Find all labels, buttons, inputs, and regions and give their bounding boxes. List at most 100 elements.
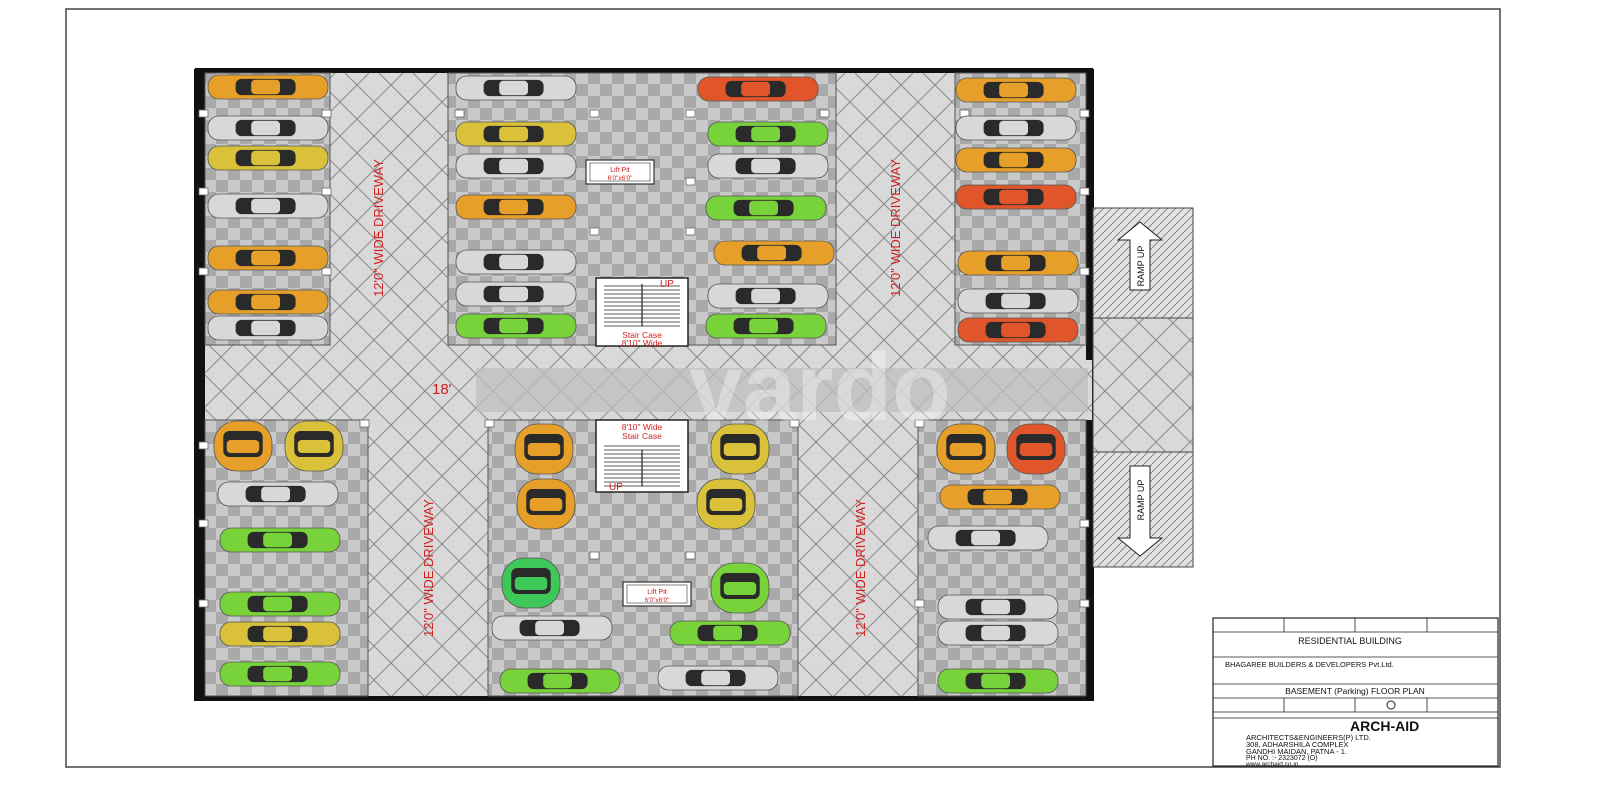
car xyxy=(516,478,576,530)
car xyxy=(937,668,1059,694)
bay-outline xyxy=(954,72,1087,346)
car xyxy=(219,591,341,617)
firm-line-3: GANDHI MAIDAN, PATNA - 1. xyxy=(1246,747,1347,756)
stair-case-top: UP Stair Case 8'10" Wide xyxy=(595,277,689,348)
car xyxy=(957,250,1079,276)
watermark: vardo xyxy=(689,334,950,441)
firm-logo-name: ARCH-AID xyxy=(1350,718,1419,734)
lift-pit-top: Lift Pit 6'0"x6'0" xyxy=(585,159,655,185)
sheet-border xyxy=(65,8,1501,768)
car xyxy=(957,288,1079,314)
car xyxy=(955,184,1077,210)
car xyxy=(710,423,770,475)
car xyxy=(705,313,827,339)
car xyxy=(455,281,577,307)
car xyxy=(207,289,329,315)
stair-case-label-top: Stair Case xyxy=(622,330,662,340)
lift-pit-top-label: Lift Pit xyxy=(610,167,630,174)
stair-width-bottom: 8'10" Wide xyxy=(622,422,663,432)
title-client: BHAGAREE BUILDERS & DEVELOPERS Pvt.Ltd. xyxy=(1225,660,1394,669)
car xyxy=(955,115,1077,141)
car xyxy=(207,315,329,341)
car xyxy=(710,562,770,614)
driveway-label-top-right: 12'0" WIDE DRIVEWAY xyxy=(888,159,903,297)
car xyxy=(219,621,341,647)
car xyxy=(937,594,1059,620)
car xyxy=(936,423,996,475)
basement-wall-right-bottom xyxy=(1086,420,1093,700)
car xyxy=(957,317,1079,343)
firm-line-4: PH NO. :- 2323072 (O) xyxy=(1246,755,1318,762)
car xyxy=(955,77,1077,103)
basement-wall-left xyxy=(195,70,205,700)
lift-pit-bottom-label: Lift Pit xyxy=(647,589,667,596)
ramp-up-label-bottom: RAMP UP xyxy=(1136,480,1146,521)
ramp-top: RAMP UP xyxy=(1092,207,1194,319)
firm-line-2: 308, ADHARSHILA COMPLEX xyxy=(1246,740,1349,749)
lift-pit-top-size: 6'0"x6'0" xyxy=(608,175,633,182)
stair-up-label-bottom: UP xyxy=(609,482,623,493)
firm-line-1: ARCHITECTS&ENGINEERS(P) LTD. xyxy=(1246,733,1371,742)
car xyxy=(455,313,577,339)
ramp-up-label-top: RAMP UP xyxy=(1136,246,1146,287)
parked-cars xyxy=(207,74,1079,694)
car xyxy=(207,193,329,219)
stair-case-label-bottom: Stair Case xyxy=(622,431,662,441)
basement-wall-bottom xyxy=(195,696,1093,701)
bay-outline xyxy=(917,419,1087,697)
car xyxy=(219,527,341,553)
road-dimension-band xyxy=(476,368,1088,412)
ramp-landing xyxy=(1092,317,1194,453)
car xyxy=(713,240,835,266)
car xyxy=(499,668,621,694)
lift-pit-bottom-size: 6'0"x6'0" xyxy=(645,597,670,604)
car xyxy=(455,194,577,220)
stair-case-bottom: 8'10" Wide Stair Case UP xyxy=(595,419,689,493)
lift-pit-bottom: Lift Pit 6'0"x6'0" xyxy=(622,581,692,607)
car xyxy=(501,557,561,609)
title-project: RESIDENTIAL BUILDING xyxy=(1298,636,1402,646)
car xyxy=(455,75,577,101)
driveway-label-top-left: 12'0" WIDE DRIVEWAY xyxy=(371,159,386,297)
car xyxy=(219,661,341,687)
car xyxy=(207,115,329,141)
car xyxy=(284,420,344,472)
ramp-bottom: RAMP UP xyxy=(1092,451,1194,568)
car xyxy=(657,665,779,691)
car xyxy=(207,74,329,100)
car xyxy=(939,484,1061,510)
stair-width-top: 8'10" Wide xyxy=(622,338,663,348)
car xyxy=(217,481,339,507)
car xyxy=(669,620,791,646)
north-symbol xyxy=(1386,700,1396,710)
car xyxy=(955,147,1077,173)
stair-up-label-top: UP xyxy=(660,279,674,290)
bay-outline xyxy=(204,419,369,697)
car xyxy=(707,283,829,309)
car xyxy=(455,153,577,179)
basement-wall-top xyxy=(195,68,1093,73)
car xyxy=(491,615,613,641)
car xyxy=(207,145,329,171)
car xyxy=(455,121,577,147)
car xyxy=(1006,423,1066,475)
driveway-label-bottom-right: 12'0" WIDE DRIVEWAY xyxy=(853,499,868,637)
car xyxy=(697,76,819,102)
car xyxy=(207,245,329,271)
car xyxy=(705,195,827,221)
car xyxy=(707,121,829,147)
title-block: RESIDENTIAL BUILDING BHAGAREE BUILDERS &… xyxy=(1212,617,1499,768)
car xyxy=(514,423,574,475)
driveway-label-bottom-left: 12'0" WIDE DRIVEWAY xyxy=(421,499,436,637)
title-drawing: BASEMENT (Parking) FLOOR PLAN xyxy=(1285,686,1425,696)
car xyxy=(707,153,829,179)
firm-line-5: www.archaid.co.in xyxy=(1245,761,1299,768)
car xyxy=(455,249,577,275)
car xyxy=(927,525,1049,551)
car xyxy=(696,478,756,530)
road-width-label: 18' xyxy=(432,381,452,398)
car xyxy=(213,420,273,472)
car xyxy=(937,620,1059,646)
basement-wall-right-top xyxy=(1086,70,1093,360)
